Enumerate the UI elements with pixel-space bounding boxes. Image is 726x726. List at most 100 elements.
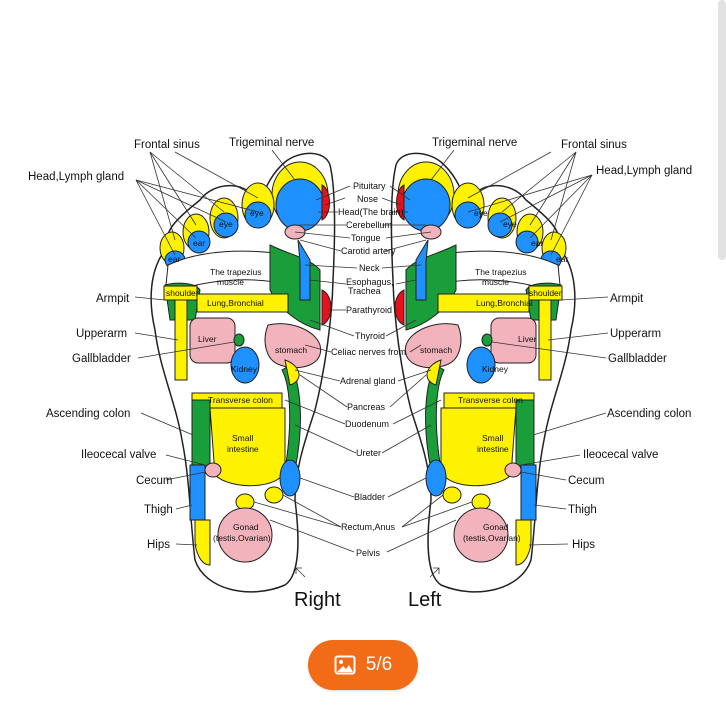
- label-ureter: Ureter: [356, 448, 381, 458]
- ascending-colon-green: [191, 399, 211, 471]
- center-labels: Pituitary Nose Head(The brain) Cerebellu…: [331, 181, 406, 558]
- label-duodenum: Duodenum: [345, 419, 389, 429]
- gonad-line2-left: (testis,Ovarian): [463, 533, 521, 543]
- label-head-lymph-left: Head,Lymph gland: [596, 165, 692, 177]
- label-trigeminal-left: Trigeminal nerve: [432, 137, 517, 149]
- left-foot-title: Left: [408, 589, 442, 611]
- gonad-line1-right: Gonad: [233, 522, 259, 532]
- hips-yellow: [194, 519, 211, 566]
- label-hips-left: Hips: [572, 539, 595, 551]
- label-upperarm-right: Upperarm: [76, 328, 127, 340]
- image-pager-button[interactable]: 5/6: [308, 640, 418, 690]
- label-frontal-sinus-right: Frontal sinus: [134, 139, 200, 151]
- label-eye1-right: eye: [250, 208, 264, 218]
- label-hips-right: Hips: [147, 539, 170, 551]
- label-armpit-left: Armpit: [610, 293, 644, 305]
- label-transverse-right: Transverse colon: [208, 395, 273, 405]
- label-upperarm-left: Upperarm: [610, 328, 661, 340]
- gallbladder-green: [233, 333, 245, 347]
- left-foot-outer-labels: Trigeminal nerve Frontal sinus Head,Lymp…: [432, 137, 692, 551]
- gonad: [217, 507, 273, 563]
- label-gallbladder-left: Gallbladder: [608, 353, 667, 365]
- lung-band: [196, 293, 289, 313]
- label-bladder: Bladder: [354, 492, 385, 502]
- label-armpit-right: Armpit: [96, 293, 130, 305]
- label-transverse-left: Transverse colon: [458, 395, 523, 405]
- small-line2-left: intestine: [477, 444, 509, 454]
- toe2-blue: [244, 201, 272, 229]
- label-cecum-right: Cecum: [136, 475, 172, 487]
- label-ileocecal-right: Ileocecal valve: [81, 449, 156, 461]
- label-stomach-right: stomach: [275, 345, 307, 355]
- label-frontal-sinus-left: Frontal sinus: [561, 139, 627, 151]
- label-eye2-left: eye: [503, 219, 517, 229]
- label-ear2-left: ear: [556, 254, 568, 264]
- label-adrenal: Adrenal gland: [340, 376, 396, 386]
- neck-blue: [297, 239, 311, 301]
- label-eye1-left: eye: [474, 208, 488, 218]
- label-pelvis: Pelvis: [356, 548, 381, 558]
- right-foot-title: Right: [294, 589, 341, 611]
- cecum: [204, 462, 222, 478]
- trapezius-line2-right: muscle: [217, 277, 244, 287]
- small-line1-right: Small: [232, 433, 253, 443]
- trapezius-line1-left: The trapezius: [475, 267, 527, 277]
- label-kidney-left: Kidney: [482, 364, 509, 374]
- label-trachea: Trachea: [348, 286, 381, 296]
- bladder: [279, 459, 301, 497]
- nose-red: [321, 184, 330, 221]
- label-tongue: Tongue: [351, 233, 381, 243]
- label-head-lymph-right: Head,Lymph gland: [28, 171, 124, 183]
- label-lung-left: Lung,Bronchial: [476, 298, 533, 308]
- label-gonad-right: Gonad(testis,Ovarian): [213, 522, 271, 543]
- label-gonad-left: Gonad(testis,Ovarian): [463, 522, 521, 543]
- label-head-brain: Head(The brain): [338, 207, 404, 217]
- label-eye2-right: eye: [219, 219, 233, 229]
- label-gallbladder-right: Gallbladder: [72, 353, 131, 365]
- label-thyroid: Thyroid: [355, 331, 385, 341]
- label-trigeminal-right: Trigeminal nerve: [229, 137, 314, 149]
- label-thigh-right: Thigh: [144, 504, 173, 516]
- label-pituitary: Pituitary: [353, 181, 386, 191]
- stomach: [264, 323, 322, 369]
- label-cerebellum: Cerebellum: [346, 220, 392, 230]
- pelvis-yellow: [264, 486, 284, 504]
- label-thigh-left: Thigh: [568, 504, 597, 516]
- small-line2-right: intestine: [227, 444, 259, 454]
- label-ear2-right: ear: [168, 254, 180, 264]
- adrenal: [284, 359, 300, 386]
- label-pancreas: Pancreas: [347, 402, 386, 412]
- image-icon: [334, 655, 356, 675]
- pager-count: 5/6: [365, 654, 393, 675]
- label-liver-left: Liver: [518, 334, 537, 344]
- label-parathyroid: Parathyroid: [346, 305, 392, 315]
- trapezius-line1-right: The trapezius: [210, 267, 262, 277]
- label-stomach-left: stomach: [420, 345, 452, 355]
- vertical-scrollbar[interactable]: [718, 0, 726, 260]
- label-shoulder-left: shoulder: [529, 288, 562, 298]
- armpit-band: [174, 299, 188, 381]
- right-foot-outer-labels: Frontal sinus Trigeminal nerve Head,Lymp…: [28, 137, 314, 551]
- label-lung-right: Lung,Bronchial: [207, 298, 264, 308]
- label-liver-right: Liver: [198, 334, 217, 344]
- label-ear1-left: ear: [531, 238, 543, 248]
- toe4-blue: [187, 230, 211, 254]
- label-neck: Neck: [359, 263, 380, 273]
- label-kidney-right: Kidney: [231, 364, 258, 374]
- label-ascending-colon-right: Ascending colon: [46, 408, 130, 420]
- gonad-line1-left: Gonad: [483, 522, 509, 532]
- small-line1-left: Small: [482, 433, 503, 443]
- big-toe-blue: [275, 178, 325, 232]
- label-ear1-right: ear: [193, 238, 205, 248]
- label-celiac: Celiac nerves from: [331, 347, 406, 357]
- label-nose: Nose: [357, 194, 378, 204]
- label-ileocecal-left: Ileocecal valve: [583, 449, 658, 461]
- gonad-line2-right: (testis,Ovarian): [213, 533, 271, 543]
- label-ascending-colon-left: Ascending colon: [607, 408, 691, 420]
